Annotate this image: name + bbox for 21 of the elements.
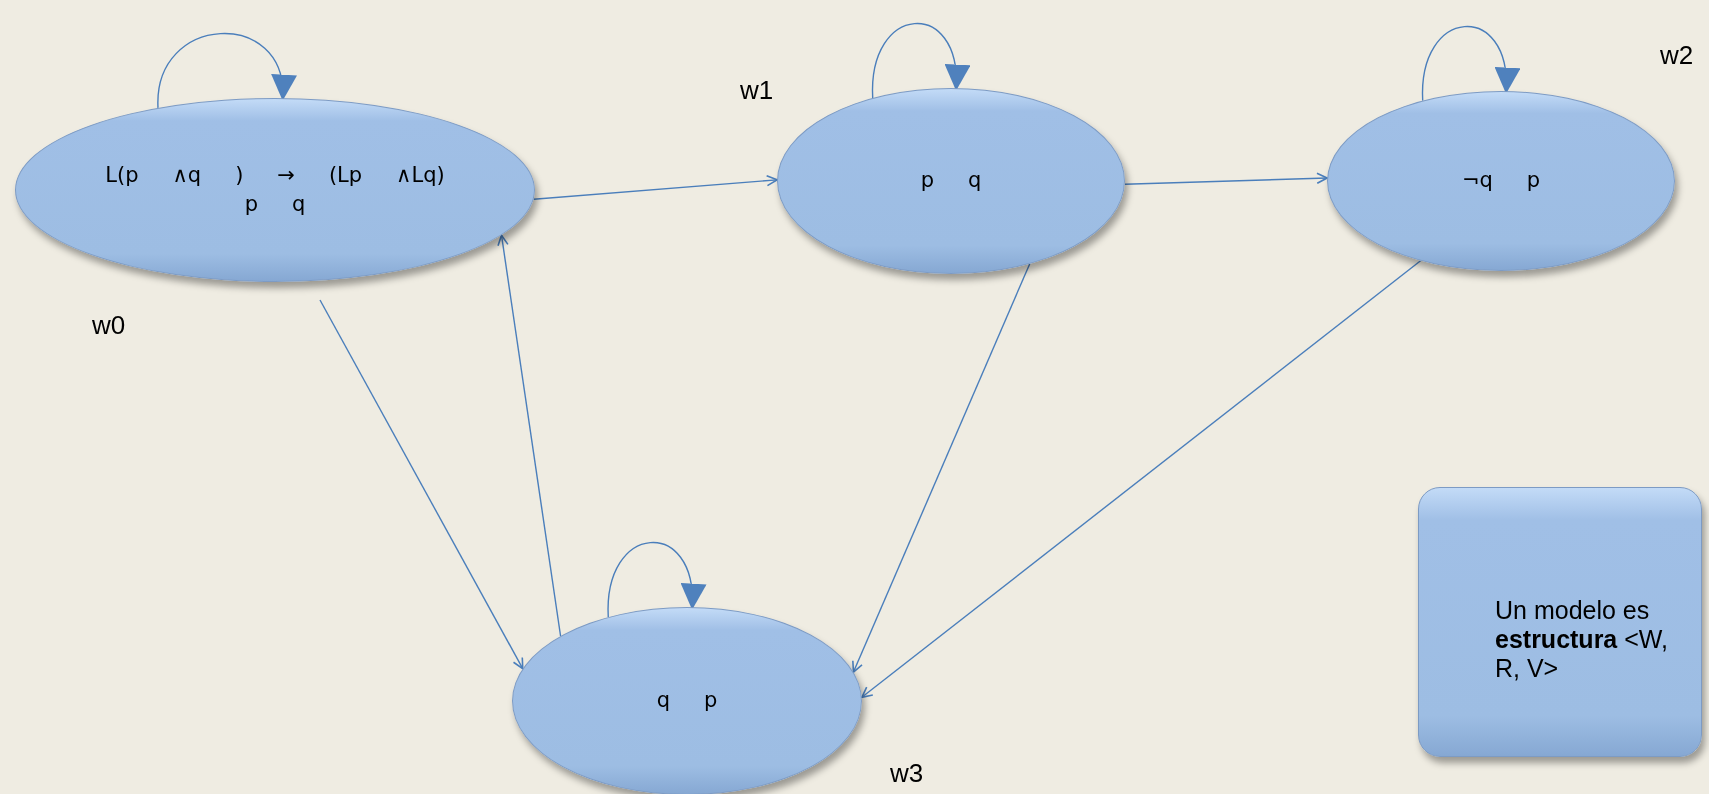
proposition-text: q p bbox=[656, 687, 718, 715]
arrow bbox=[497, 234, 562, 637]
self-loop-arrow bbox=[607, 541, 705, 618]
proposition-text: p q bbox=[920, 167, 982, 195]
world-label: w3 bbox=[890, 758, 924, 789]
arrow bbox=[861, 260, 1422, 699]
self-loop-arrow bbox=[872, 22, 969, 99]
self-loop-arrow bbox=[157, 32, 295, 109]
arrow bbox=[319, 299, 524, 670]
self-loop-arrow bbox=[1422, 25, 1519, 102]
arrow bbox=[852, 263, 1031, 673]
proposition-text: p q bbox=[244, 191, 306, 218]
description-text: Un modelo es estructura <W, R, V> bbox=[1495, 596, 1669, 683]
world-label: w0 bbox=[92, 310, 126, 341]
world-label: w1 bbox=[740, 75, 774, 106]
world-label: w2 bbox=[1660, 40, 1694, 71]
text-box bbox=[1418, 487, 1702, 757]
formula-text: L(p ∧q ) → (Lp ∧Lq) bbox=[105, 161, 445, 189]
proposition-text: ¬q p bbox=[1461, 167, 1541, 195]
arrow bbox=[1124, 172, 1328, 185]
arrow bbox=[532, 174, 778, 200]
